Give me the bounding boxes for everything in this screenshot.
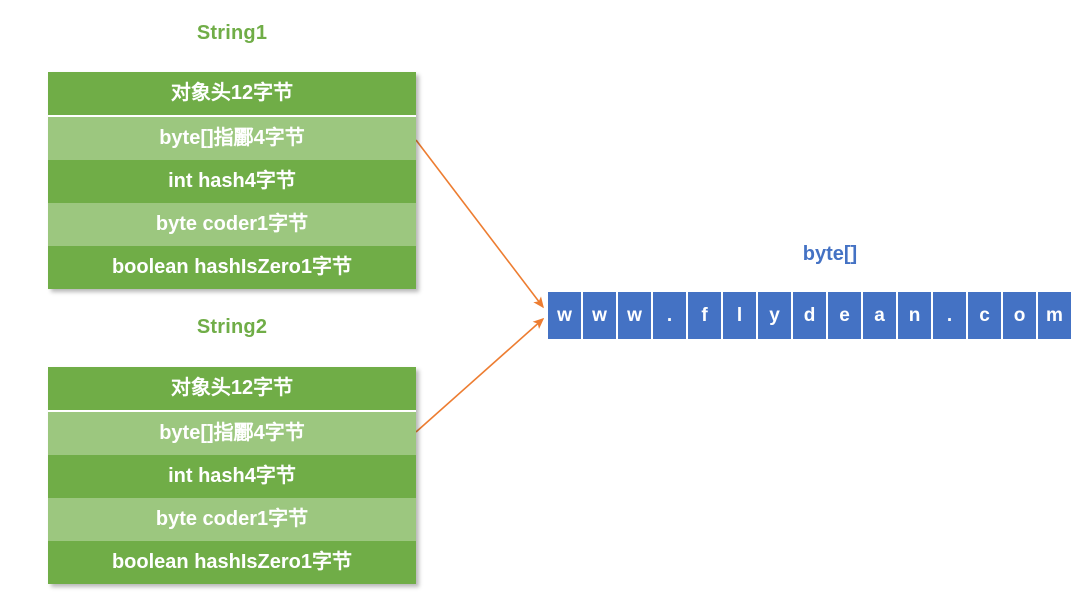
struct-row: int hash4字节: [48, 455, 416, 498]
byte-cell: n: [898, 292, 931, 339]
byte-cell: e: [828, 292, 861, 339]
byte-cell: m: [1038, 292, 1071, 339]
struct-table-string1: 对象头12字节 byte[]指酈4字节 int hash4字节 byte cod…: [48, 72, 416, 289]
struct-row: byte coder1字节: [48, 203, 416, 246]
byte-cell: a: [863, 292, 896, 339]
struct-row: 对象头12字节: [48, 367, 416, 410]
byte-cell: w: [583, 292, 616, 339]
byte-cell: d: [793, 292, 826, 339]
struct-table-string2: 对象头12字节 byte[]指酈4字节 int hash4字节 byte cod…: [48, 367, 416, 584]
array-title-bytearray: byte[]: [802, 243, 858, 265]
struct-title-string2: String2: [196, 316, 268, 338]
byte-cell: l: [723, 292, 756, 339]
byte-cell: c: [968, 292, 1001, 339]
byte-cell: w: [548, 292, 581, 339]
struct-title-string1: String1: [196, 22, 268, 44]
string2-pointer-arrow: [415, 317, 545, 433]
byte-cell: w: [618, 292, 651, 339]
struct-row: byte[]指酈4字节: [48, 115, 416, 160]
byte-cell: o: [1003, 292, 1036, 339]
struct-row: byte[]指酈4字节: [48, 410, 416, 455]
struct-row: int hash4字节: [48, 160, 416, 203]
string1-pointer-arrow: [415, 139, 544, 309]
struct-row: 对象头12字节: [48, 72, 416, 115]
struct-row: byte coder1字节: [48, 498, 416, 541]
byte-cell: f: [688, 292, 721, 339]
byte-cell: .: [933, 292, 966, 339]
struct-row: boolean hashIsZero1字节: [48, 541, 416, 584]
byte-cell: y: [758, 292, 791, 339]
struct-row: boolean hashIsZero1字节: [48, 246, 416, 289]
byte-cell: .: [653, 292, 686, 339]
